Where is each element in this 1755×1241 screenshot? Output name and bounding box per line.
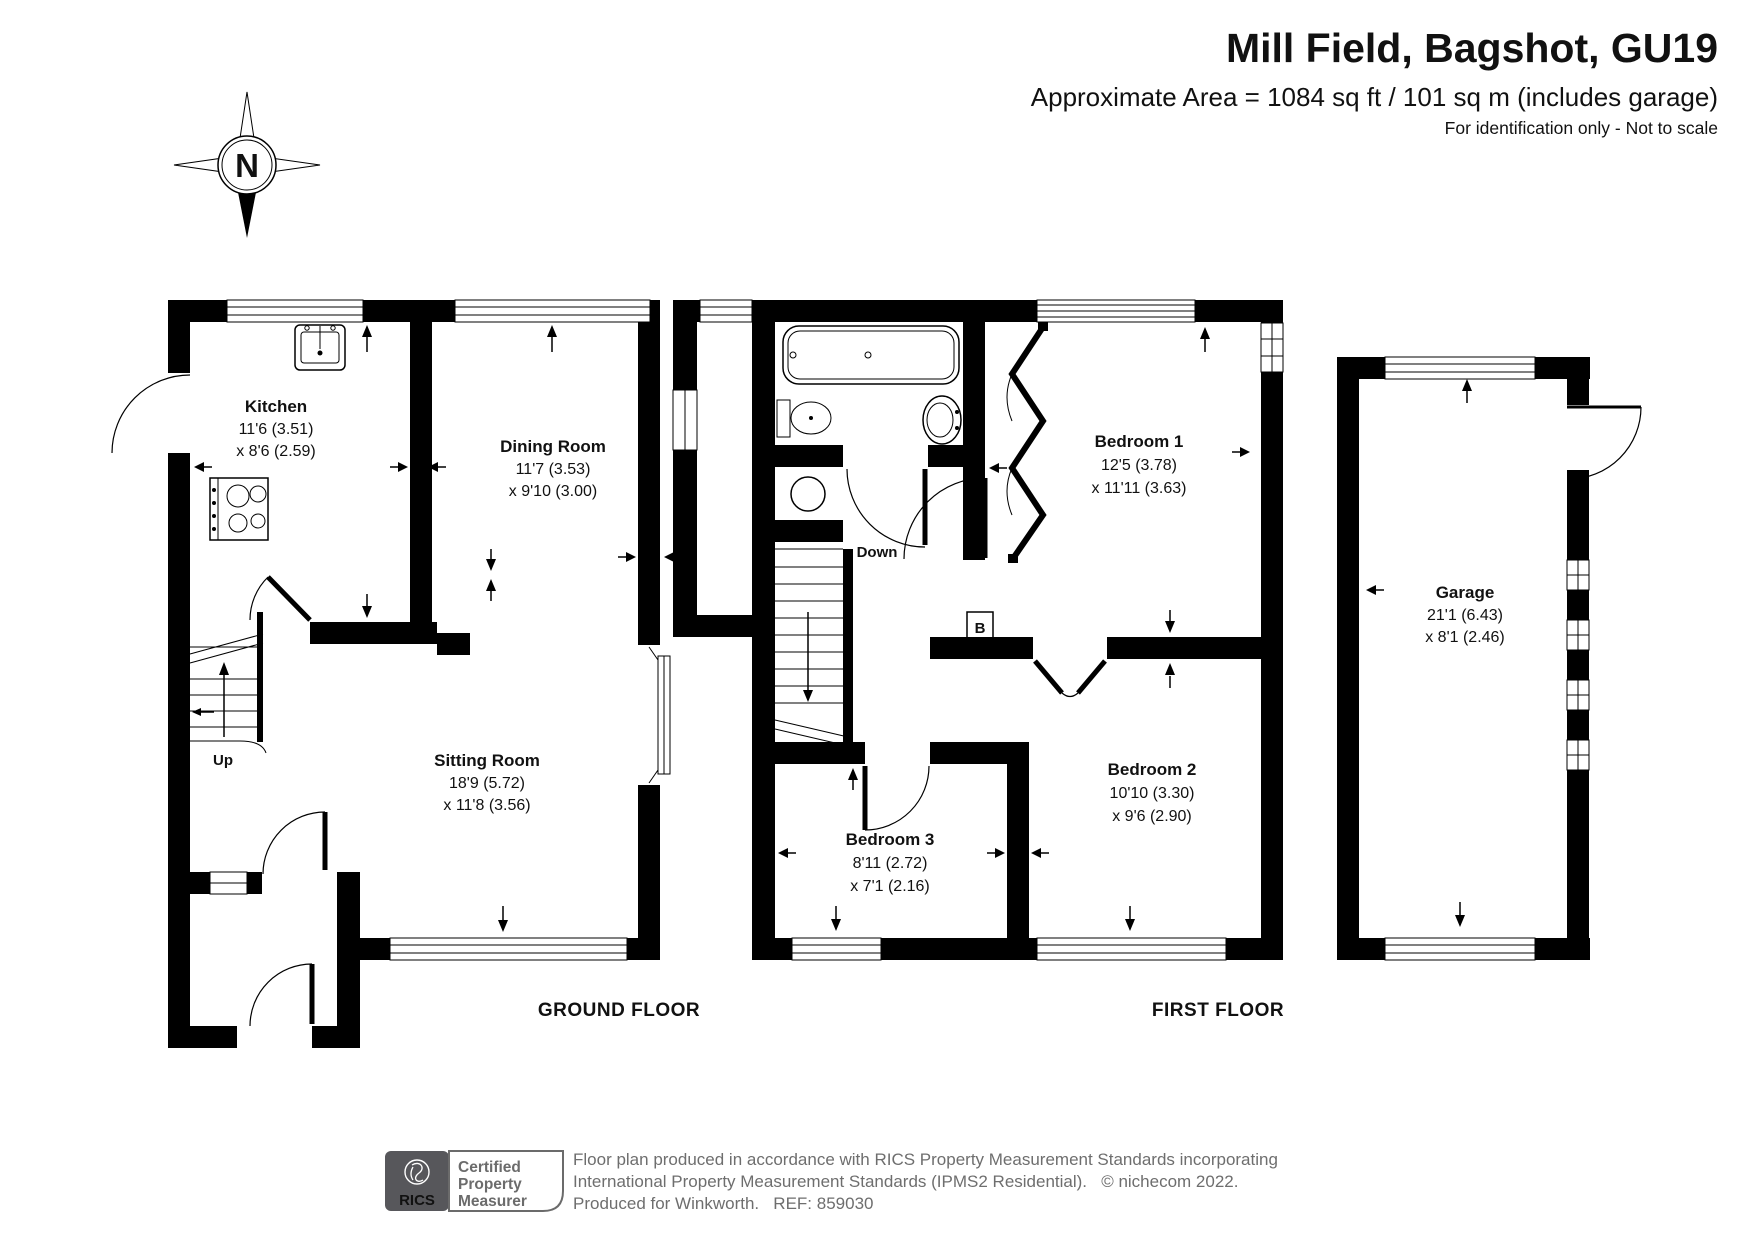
kitchen-label: Kitchen 11'6 (3.51) x 8'6 (2.59)	[236, 397, 316, 460]
room-dim1: 21'1 (6.43)	[1427, 607, 1503, 624]
room-name: Bedroom 3	[846, 830, 935, 849]
room-name: Dining Room	[500, 437, 606, 456]
footer-line-1: Floor plan produced in accordance with R…	[573, 1150, 1278, 1169]
room-dim2: x 8'1 (2.46)	[1425, 629, 1505, 646]
ground-floor-stairs	[189, 633, 267, 754]
ground-floor-title: GROUND FLOOR	[538, 1000, 700, 1021]
stairs-down-label: Down	[857, 544, 898, 561]
ground-floor-plan: Kitchen 11'6 (3.51) x 8'6 (2.59) Dining …	[111, 299, 700, 1048]
footer-line-3: Produced for Winkworth. REF: 859030	[573, 1194, 873, 1213]
hob-icon	[209, 477, 269, 541]
bedroom3-label: Bedroom 3 8'11 (2.72) x 7'1 (2.16)	[846, 830, 935, 895]
first-floor-walls	[673, 300, 1283, 960]
bedroom1-label: Bedroom 1 12'5 (3.78) x 11'11 (3.63)	[1092, 432, 1187, 497]
room-name: Garage	[1436, 583, 1495, 602]
rics-logo: RICS	[385, 1151, 449, 1211]
sitting-room-label: Sitting Room 18'9 (5.72) x 11'8 (3.56)	[434, 751, 540, 814]
garage-dimension-arrows	[1366, 379, 1472, 927]
room-name: Sitting Room	[434, 751, 540, 770]
bedroom2-label: Bedroom 2 10'10 (3.30) x 9'6 (2.90)	[1108, 760, 1197, 825]
garage-plan: Garage 21'1 (6.43) x 8'1 (2.46)	[1337, 356, 1642, 961]
room-name: Kitchen	[245, 397, 307, 416]
rics-logo-text: RICS	[399, 1192, 435, 1209]
badge-line-3: Measurer	[458, 1193, 527, 1210]
area-subtitle: Approximate Area = 1084 sq ft / 101 sq m…	[1031, 82, 1718, 112]
scale-note: For identification only - Not to scale	[1445, 118, 1718, 138]
page-title: Mill Field, Bagshot, GU19	[1226, 25, 1718, 71]
kitchen-sink-icon	[294, 324, 346, 371]
dining-room-label: Dining Room 11'7 (3.53) x 9'10 (3.00)	[500, 437, 606, 500]
footer: RICS Certified Property Measurer Floor p…	[385, 1150, 1278, 1213]
room-dim1: 8'11 (2.72)	[853, 855, 928, 872]
basin-icon	[922, 395, 962, 445]
footer-disclaimer: Floor plan produced in accordance with R…	[573, 1150, 1278, 1213]
garage-walls	[1337, 357, 1590, 960]
stairs-up-label: Up	[213, 752, 233, 769]
room-dim1: 18'9 (5.72)	[449, 775, 525, 792]
room-dim1: 12'5 (3.78)	[1101, 457, 1177, 474]
footer-line-2: International Property Measurement Stand…	[573, 1172, 1238, 1191]
compass-north-label: N	[235, 147, 259, 184]
garage-door	[1567, 405, 1642, 480]
room-dim1: 11'7 (3.53)	[516, 461, 591, 478]
ground-floor-walls	[168, 300, 660, 1048]
north-compass-icon: N	[173, 91, 321, 238]
boiler-label: B	[975, 620, 986, 637]
room-dim1: 10'10 (3.30)	[1110, 785, 1195, 802]
room-dim2: x 7'1 (2.16)	[850, 878, 930, 895]
wardrobe-zigzag	[1006, 325, 1047, 562]
ground-floor-dimension-arrows	[194, 325, 682, 932]
bath-icon	[782, 325, 960, 385]
room-dim2: x 11'11 (3.63)	[1092, 480, 1187, 497]
header: Mill Field, Bagshot, GU19 Approximate Ar…	[1031, 25, 1718, 138]
toilet-icon	[776, 399, 832, 438]
first-floor-title: FIRST FLOOR	[1152, 1000, 1284, 1021]
room-dim2: x 8'6 (2.59)	[236, 443, 316, 460]
badge-line-1: Certified	[458, 1159, 521, 1176]
room-dim2: x 9'6 (2.90)	[1112, 808, 1192, 825]
room-dim1: 11'6 (3.51)	[239, 421, 314, 438]
certified-measurer-badge: Certified Property Measurer	[448, 1150, 564, 1212]
first-floor-dimension-arrows	[778, 327, 1250, 931]
room-name: Bedroom 2	[1108, 760, 1197, 779]
ground-floor-windows	[209, 299, 671, 961]
room-dim2: x 11'8 (3.56)	[443, 797, 530, 814]
ground-floor-doors	[111, 374, 328, 1027]
boiler-box: B	[966, 611, 994, 641]
garage-windows	[1384, 356, 1590, 961]
first-floor-stairs	[774, 548, 849, 747]
room-name: Bedroom 1	[1095, 432, 1184, 451]
first-floor-windows	[672, 299, 1284, 961]
badge-line-2: Property	[458, 1176, 522, 1193]
garage-label: Garage 21'1 (6.43) x 8'1 (2.46)	[1425, 583, 1505, 646]
room-dim2: x 9'10 (3.00)	[509, 483, 597, 500]
first-floor-doors	[846, 468, 1107, 831]
bay-window	[648, 646, 671, 784]
water-cylinder-icon	[790, 476, 826, 512]
first-floor-plan: B Bedroom 1 12'5 (3.78) x 11'11 (3.63) B…	[672, 299, 1284, 1021]
